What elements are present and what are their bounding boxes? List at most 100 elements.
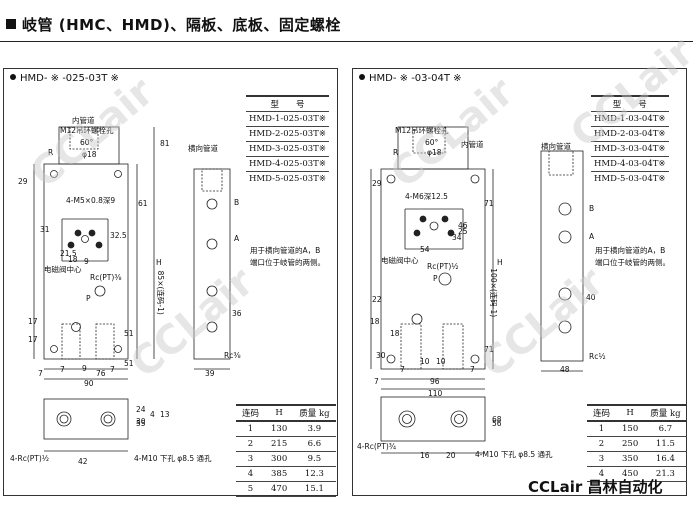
label-port-a: A <box>234 234 240 243</box>
left-spec-header: 连码 <box>236 404 266 422</box>
page-title-text: 岐管 (HMC、HMD)、隔板、底板、固定螺栓 <box>22 16 341 34</box>
right-spec-cell: 11.5 <box>644 436 687 452</box>
panel-right: HMD- ※ -03-04T ※ <box>352 68 687 496</box>
label-rc-port2: Rc⅜ <box>224 351 241 360</box>
dimension-label: 81 <box>160 139 170 148</box>
left-spec-cell: 3.9 <box>293 421 336 437</box>
left-bottom-body <box>43 398 129 440</box>
right-model-table: 型 号 HMD-1-03-04T※ HMD-2-03-04T※ HMD-3-03… <box>591 95 669 186</box>
label-rc-port2: Rc½ <box>589 352 606 361</box>
left-drawing <box>33 126 231 452</box>
right-bottom-body <box>380 396 486 442</box>
dimension-label: 18 <box>370 317 380 326</box>
right-model-row: HMD-5-03-04T※ <box>591 171 669 186</box>
right-spec-cell: 250 <box>616 436 645 452</box>
dimension-label: 10 <box>420 357 430 366</box>
bullet-dot-icon <box>10 74 16 80</box>
dimension-label: 34 <box>452 233 462 242</box>
bullet-dot-icon <box>359 74 365 80</box>
label-H: H <box>497 258 503 267</box>
label-inner-pipe: 内管道 <box>461 140 484 149</box>
label-port-r: R <box>48 148 54 157</box>
dimension-label: 36 <box>232 309 242 318</box>
label-screw: 4-M5×0.8深9 <box>66 196 116 205</box>
right-model-row: HMD-1-03-04T※ <box>591 111 669 127</box>
dimension-label: 39 <box>205 369 215 378</box>
label-pitch: 100×(连码-1) <box>489 268 499 318</box>
dimension-label: 22 <box>372 295 382 304</box>
brand-text: CCLair 昌林自动化 <box>528 478 663 496</box>
right-note-line: 端口位于岐管的两侧。 <box>595 258 670 267</box>
right-spec-cell: 2 <box>587 436 617 452</box>
dimension-label: 40 <box>586 293 596 302</box>
header-bar: 岐管 (HMC、HMD)、隔板、底板、固定螺栓 <box>0 0 693 41</box>
left-spec-cell: 470 <box>265 481 294 497</box>
dimension-label: 68 <box>492 415 502 424</box>
left-note-line: 用于横向管道的A，B <box>250 246 321 255</box>
label-cross-pipe: 横向管道 <box>541 142 571 151</box>
label-bolt: 4-M10 下孔 φ8.5 通孔 <box>134 454 212 463</box>
left-spec-cell: 5 <box>236 481 266 497</box>
label-dia18: φ18 <box>82 150 97 159</box>
right-spec-cell: 3 <box>587 451 617 467</box>
label-cross-pipe: 横向管道 <box>188 144 218 153</box>
left-spec-cell: 1 <box>236 421 266 437</box>
left-spec-cell: 15.1 <box>293 481 336 497</box>
left-spec-cell: 9.5 <box>293 451 336 467</box>
left-p-port <box>94 285 106 297</box>
right-spec-cell: 4 <box>587 466 617 482</box>
label-valve-center: 电磁阀中心 <box>381 256 419 265</box>
left-spec-cell: 300 <box>265 451 294 467</box>
dimension-label: 56 <box>492 419 502 428</box>
left-model-row: HMD-5-025-03T※ <box>246 171 329 186</box>
dimension-label: 32.5 <box>110 231 127 240</box>
label-rc-port: Rc(PT)⅜ <box>90 273 122 282</box>
dimension-label: 110 <box>428 389 443 398</box>
dimension-label: 7 <box>38 369 43 378</box>
dimension-label: 18 <box>68 255 78 264</box>
dimension-label: 71 <box>484 199 494 208</box>
label-port-b: B <box>234 198 240 207</box>
panel-left-title: HMD- ※ -025-03T ※ <box>10 73 119 84</box>
dimension-label: 30 <box>136 417 146 426</box>
right-spec-cell: 6.7 <box>644 421 687 437</box>
dimension-label: 7 <box>60 365 65 374</box>
panel-left: HMD- ※ -025-03T ※ <box>3 68 338 497</box>
label-port-p: P <box>86 294 91 303</box>
left-spec-cell: 215 <box>265 436 294 452</box>
label-port-r: R <box>393 148 399 157</box>
right-spec-header: 连码 <box>587 404 617 422</box>
left-note-line: 端口位于岐管的两侧。 <box>250 258 325 267</box>
right-front-top-block <box>397 126 469 170</box>
left-spec-header: H <box>265 404 294 422</box>
left-side-body <box>193 168 231 360</box>
bullet-square-icon <box>6 19 16 29</box>
left-model-row: HMD-4-025-03T※ <box>246 156 329 172</box>
label-lift-hole: M12吊环螺栓孔 <box>60 126 114 135</box>
dimension-label: 13 <box>160 410 170 419</box>
left-model-header: 型 号 <box>246 95 329 112</box>
dimension-label: 29 <box>372 179 382 188</box>
right-spec-cell: 350 <box>616 451 645 467</box>
right-side-body <box>540 150 584 362</box>
left-spec-cell: 6.6 <box>293 436 336 452</box>
right-note: 用于横向管道的A，B 端口位于岐管的两侧。 <box>595 245 670 269</box>
dimension-label: 71 <box>484 345 494 354</box>
dimension-label: 51 <box>124 329 134 338</box>
label-bottom-port: 4-Rc(PT)¾ <box>357 442 397 451</box>
dimension-label: 17 <box>28 317 38 326</box>
dimension-label: 7 <box>374 377 379 386</box>
right-spec-cell: 150 <box>616 421 645 437</box>
dimension-label: 7 <box>470 365 475 374</box>
dimension-label: 24 <box>136 405 146 414</box>
dimension-label: 51 <box>124 359 134 368</box>
page-title: 岐管 (HMC、HMD)、隔板、底板、固定螺栓 <box>6 14 341 35</box>
dimension-label: 20 <box>446 451 456 460</box>
dimension-label: 10 <box>436 357 446 366</box>
right-spec-cell: 450 <box>616 466 645 482</box>
right-spec-cell: 21.3 <box>644 466 687 482</box>
left-screw-hole <box>50 170 58 178</box>
left-spec-cell: 12.3 <box>293 466 336 482</box>
